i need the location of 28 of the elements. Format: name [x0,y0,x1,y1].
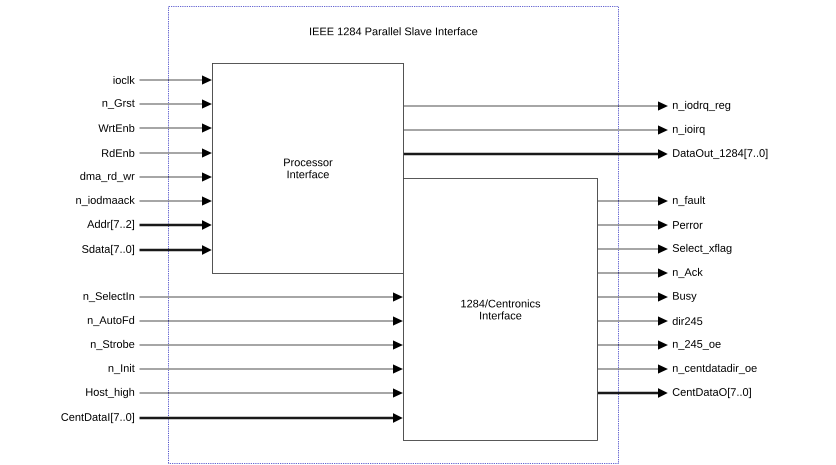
signal-label: CentDataO[7..0] [672,388,751,398]
signal-label: Addr[7..2] [87,220,134,230]
signal-label: n_fault [672,196,706,206]
block-box: 1284/Centronics Interface [403,178,598,441]
signal-label: Busy [673,292,697,302]
signal-label: Select_xflag [672,244,732,254]
signal-label: Host_high [86,388,134,398]
signal-label: n_Ack [672,268,703,278]
signal-label: n_ioirq [672,124,704,136]
signal-label: Sdata[7..0] [82,244,134,256]
signal-label: DataOut_1284[7..0] [673,148,768,160]
signal-label: RdEnb [102,148,134,158]
signal-label: Perror [673,221,703,229]
signal-label: n_AutoFd [88,316,134,326]
signal-label: dir245 [672,316,702,326]
signal-label: dma_rd_wr [80,172,135,182]
signal-label: CentDataI[7..0] [61,412,134,424]
signal-label: n_iodmaack [76,196,135,206]
signal-label: n_centdatadir_oe [672,364,757,374]
signal-label: n_Strobe [90,340,134,350]
signal-label: ioclk [114,76,135,84]
signal-label: n_SelectIn [84,292,134,302]
signal-label: WrtEnb [98,124,134,132]
signal-label: n_Grst [102,99,135,109]
block-box: Processor Interface [212,63,404,274]
signal-label: n_Init [108,364,135,374]
signal-label: n_245_oe [672,340,721,350]
signal-label: n_iodrq_reg [672,100,730,112]
